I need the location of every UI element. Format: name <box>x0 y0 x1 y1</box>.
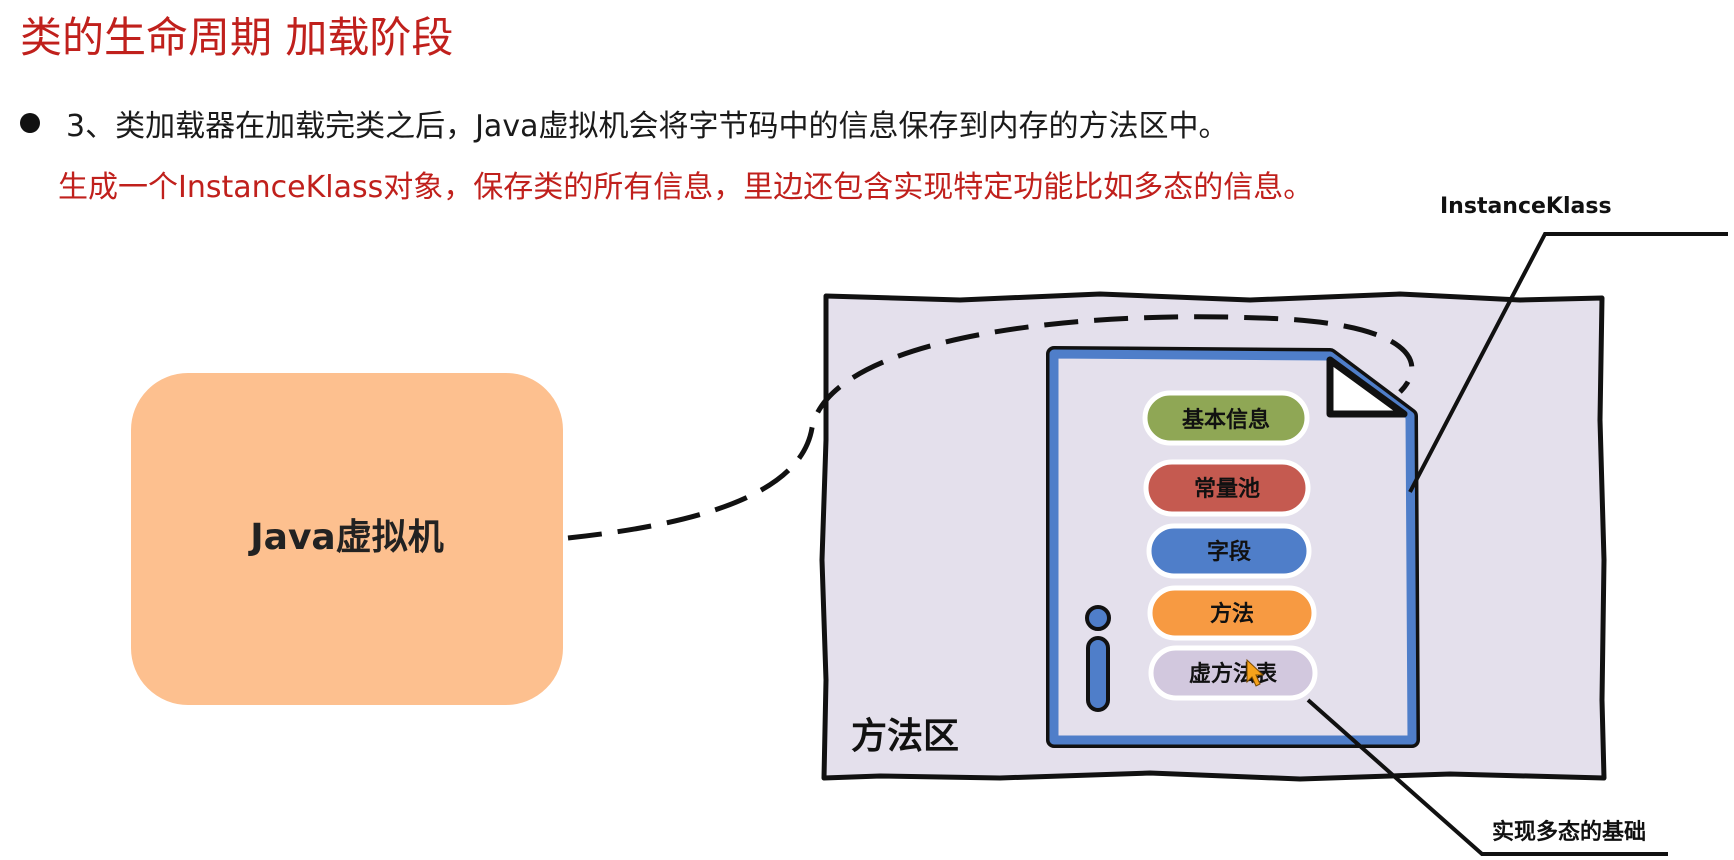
method-area-label: 方法区 <box>851 716 959 757</box>
jvm-box <box>125 367 569 711</box>
bullet-dot-icon <box>20 113 40 133</box>
bullet-text: 3、类加载器在加载完类之后，Java虚拟机会将字节码中的信息保存到内存的方法区中… <box>66 109 1229 144</box>
entry-label: 基本信息 <box>1182 407 1270 433</box>
info-icon <box>1085 605 1111 712</box>
polymorphism-callout-line <box>1306 698 1668 856</box>
entry-label: 方法 <box>1210 601 1254 627</box>
entry-label: 虚方法表 <box>1189 661 1278 687</box>
entry-pill <box>1142 390 1310 446</box>
jvm-connector-line <box>567 314 1415 541</box>
instanceklass-callout-line <box>1408 232 1728 493</box>
entry-methods: 方法 <box>1147 585 1317 641</box>
highlight-text: 生成一个InstanceKlass对象，保存类的所有信息，里边还包含实现特定功能… <box>58 170 1314 205</box>
slide-title: 类的生命周期 加载阶段 <box>20 13 454 62</box>
entry-fields: 字段 <box>1146 523 1312 579</box>
entry-pill <box>1148 645 1318 701</box>
bullet-point: 3、类加载器在加载完类之后，Java虚拟机会将字节码中的信息保存到内存的方法区中… <box>20 103 1229 144</box>
polymorphism-callout-label: 实现多态的基础 <box>1492 820 1647 845</box>
entry-virtual-method-table: 虚方法表 <box>1148 645 1318 701</box>
entry-constant-pool: 常量池 <box>1143 459 1311 517</box>
entry-label: 字段 <box>1207 539 1251 565</box>
entry-pill <box>1146 523 1312 579</box>
entry-label: 常量池 <box>1194 476 1260 502</box>
entry-basic-info: 基本信息 <box>1142 390 1310 446</box>
jvm-label: Java虚拟机 <box>247 517 443 558</box>
document-fold <box>1326 356 1408 418</box>
mouse-cursor-icon <box>1246 658 1265 687</box>
entry-pill <box>1147 585 1317 641</box>
entry-pill <box>1143 459 1311 517</box>
instanceklass-callout-label: InstanceKlass <box>1440 194 1612 219</box>
